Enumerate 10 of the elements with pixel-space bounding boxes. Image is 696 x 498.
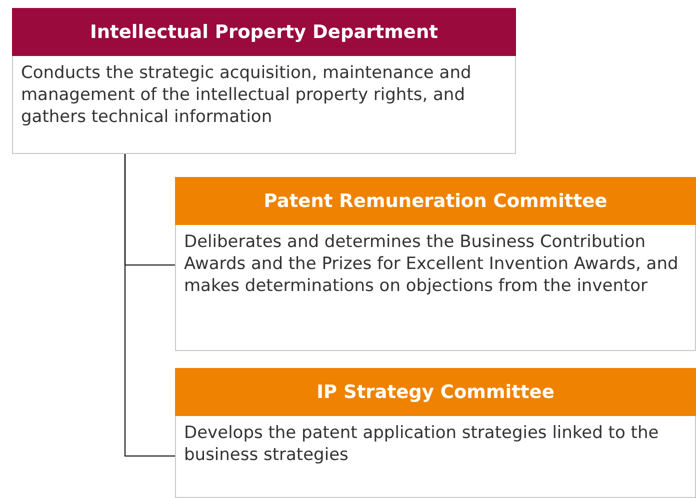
org-unit-card	[175, 368, 696, 498]
unit-heading: IP Strategy Committee	[175, 368, 696, 416]
unit-heading: Patent Remuneration Committee	[175, 177, 696, 225]
unit-description: Deliberates and determines the Business Contribution Awards and the Prizes for Excellent Invention Awards, and makes determinations on objections from the inventor	[183, 231, 680, 298]
org-unit-card	[175, 177, 696, 351]
unit-description: Develops the patent application strategies linked to the business strategies	[183, 422, 660, 467]
unit-heading: Intellectual Property Department	[12, 8, 516, 56]
org-unit-card	[12, 8, 516, 154]
connector-line	[124, 154, 175, 457]
unit-description: Conducts the strategic acquisition, maintenance and management of the intellectual property rights, and gathers technical information	[20, 62, 472, 129]
